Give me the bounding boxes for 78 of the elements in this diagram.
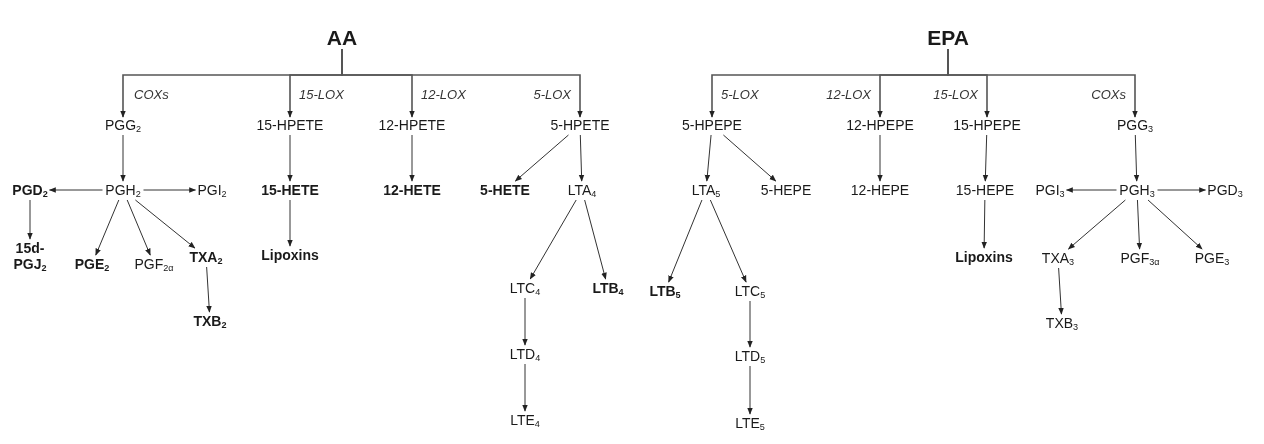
metabolite-label: PGE$_{3}$ xyxy=(1192,248,1232,268)
metabolite-label: 5-HETE xyxy=(478,180,532,200)
metabolite-label: 12-HEPE xyxy=(848,180,912,200)
arrow xyxy=(709,199,747,283)
metabolite-label: LTE$_{4}$ xyxy=(508,410,542,430)
metabolite-label: 15-HETE xyxy=(259,180,321,200)
metabolite-label: LTC$_{5}$ xyxy=(732,281,768,301)
metabolite-label: LTA$_{4}$ xyxy=(565,180,599,200)
arrow xyxy=(578,134,585,182)
arrow xyxy=(126,199,151,256)
metabolite-label: TXA$_{3}$ xyxy=(1039,248,1077,268)
metabolite-label: Lipoxins xyxy=(259,245,321,265)
fatty-acid-label: AA xyxy=(324,24,360,52)
metabolite-label: PGH$_{3}$ xyxy=(1117,180,1157,200)
arrow xyxy=(120,134,126,182)
metabolite-label: LTB$_{5}$ xyxy=(647,281,683,301)
metabolite-label: 15-HPETE xyxy=(254,115,326,135)
arrow xyxy=(143,187,197,193)
arrow xyxy=(1147,199,1203,250)
metabolite-label: 5-HPEPE xyxy=(680,115,744,135)
metabolite-label: 15-HPEPE xyxy=(951,115,1023,135)
metabolite-label: LTC$_{4}$ xyxy=(507,278,543,298)
arrow xyxy=(134,199,196,249)
metabolite-label: LTB$_{4}$ xyxy=(590,278,626,298)
arrow xyxy=(747,300,753,348)
metabolite-label: 5-HEPE xyxy=(758,180,814,200)
metabolite-label: TXB$_{2}$ xyxy=(191,311,229,331)
arrow xyxy=(206,266,212,313)
arrow xyxy=(522,363,528,412)
arrow xyxy=(1065,187,1117,193)
metabolite-label: TXA$_{2}$ xyxy=(187,247,225,267)
arrow xyxy=(981,199,988,249)
metabolite-label: PGG$_{2}$ xyxy=(102,115,144,135)
metabolite-label: PGD$_{2}$ xyxy=(10,180,50,200)
metabolite-label: PGE$_{2}$ xyxy=(72,254,112,274)
metabolite-label: LTD$_{5}$ xyxy=(732,346,768,366)
metabolite-label: PGI$_{2}$ xyxy=(195,180,229,200)
arrow xyxy=(1067,199,1126,250)
metabolite-label: TXB$_{3}$ xyxy=(1043,313,1081,333)
metabolite-label: LTD$_{4}$ xyxy=(507,344,543,364)
arrow xyxy=(287,199,293,247)
metabolite-label: 12-HETE xyxy=(381,180,443,200)
arrow xyxy=(95,199,120,256)
metabolite-label: PGI$_{3}$ xyxy=(1033,180,1067,200)
metabolite-label: LTE$_{5}$ xyxy=(733,413,767,433)
arrow xyxy=(722,134,777,182)
metabolite-label: PGD$_{3}$ xyxy=(1205,180,1245,200)
arrow xyxy=(704,134,712,182)
metabolite-label: 15d-PGJ$_{2}$ xyxy=(8,238,52,274)
arrow xyxy=(514,134,569,182)
metabolite-label: 12-HPEPE xyxy=(844,115,916,135)
arrow xyxy=(947,48,1138,118)
metabolite-label: PGG$_{3}$ xyxy=(1114,115,1156,135)
metabolite-label: PGH$_{2}$ xyxy=(103,180,143,200)
arrow xyxy=(1058,267,1064,315)
arrow xyxy=(747,365,753,415)
metabolite-label: PGF$_{3α}$ xyxy=(1118,248,1162,268)
fatty-acid-label: EPA xyxy=(925,24,971,52)
arrow xyxy=(1133,134,1140,182)
metabolite-label: 15-HEPE xyxy=(953,180,1017,200)
metabolite-label: PGF$_{2α}$ xyxy=(132,254,176,274)
metabolite-label: LTA$_{5}$ xyxy=(689,180,723,200)
arrow xyxy=(584,199,607,280)
metabolite-label: Lipoxins xyxy=(953,247,1015,267)
arrow xyxy=(27,199,33,240)
arrow xyxy=(48,187,103,193)
metabolite-label: 12-HPETE xyxy=(376,115,448,135)
arrow xyxy=(341,48,583,118)
arrow xyxy=(529,199,577,280)
arrow xyxy=(287,134,293,182)
arrow xyxy=(409,134,415,182)
arrow xyxy=(668,199,703,283)
metabolite-label: 5-HPETE xyxy=(548,115,612,135)
arrow xyxy=(1136,199,1143,250)
arrow xyxy=(1157,187,1207,193)
arrow xyxy=(877,134,883,182)
arrow xyxy=(982,134,989,182)
arrow xyxy=(522,297,528,346)
